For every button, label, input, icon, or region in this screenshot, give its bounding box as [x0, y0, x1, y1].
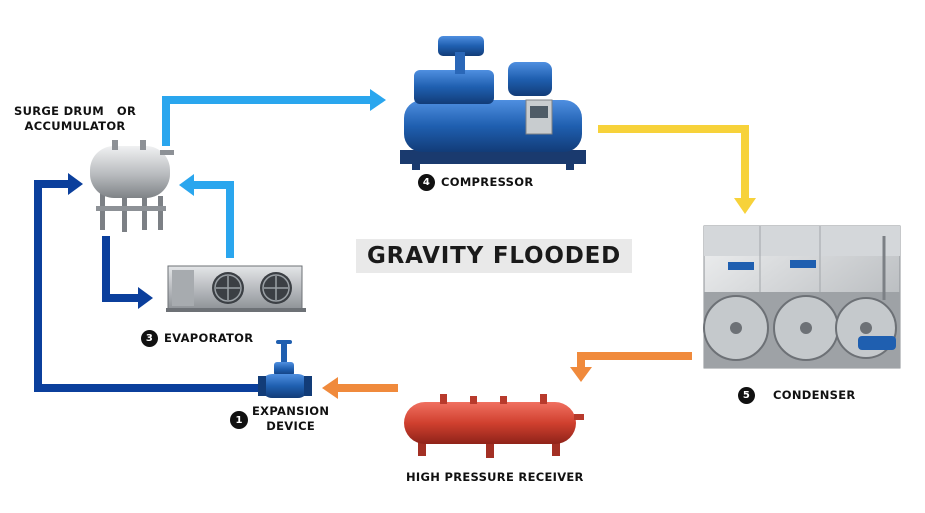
surge-drum-label-line1: SURGE DRUM OR: [14, 104, 136, 119]
arrowhead-compressor-in: [370, 89, 386, 111]
arrowhead-drum-in: [68, 173, 83, 195]
expansion-number-badge: 1: [230, 411, 248, 429]
condenser-label-text: CONDENSER: [773, 388, 856, 402]
surge-drum-image: [90, 140, 174, 232]
flow-arrow-condenser-to-receiver: [581, 356, 692, 368]
arrowhead-drum-return: [179, 174, 194, 196]
flow-arrow-drum-to-compressor: [166, 100, 372, 146]
compressor-label: 4 COMPRESSOR: [418, 174, 533, 191]
diagram-title: GRAVITY FLOODED: [367, 243, 621, 269]
flow-arrow-evaporator-to-drum: [192, 185, 230, 258]
condenser-image: [704, 226, 900, 368]
surge-drum-label: SURGE DRUM OR ACCUMULATOR: [14, 104, 136, 134]
expansion-label-line2: DEVICE: [252, 419, 329, 434]
expansion-label-line1: EXPANSION: [252, 404, 329, 419]
evaporator-image: [166, 266, 306, 312]
arrowhead-condenser-in: [734, 198, 756, 214]
diagram-title-box: GRAVITY FLOODED: [356, 239, 632, 273]
evaporator-label: 3 EVAPORATOR: [141, 330, 253, 347]
receiver-label-text: HIGH PRESSURE RECEIVER: [406, 470, 584, 484]
compressor-image: [400, 36, 586, 170]
surge-drum-label-line2: ACCUMULATOR: [14, 119, 136, 134]
receiver-image: [404, 394, 584, 458]
expansion-label: EXPANSION DEVICE: [252, 404, 329, 434]
compressor-label-text: COMPRESSOR: [441, 175, 533, 189]
condenser-number-badge: 5: [738, 387, 755, 404]
arrowhead-receiver-in: [570, 367, 592, 382]
arrowhead-expansion-in: [322, 377, 338, 399]
arrowhead-evaporator-in: [138, 287, 153, 309]
receiver-label: HIGH PRESSURE RECEIVER: [406, 470, 584, 484]
compressor-number-badge: 4: [418, 174, 435, 191]
flow-arrow-compressor-to-condenser: [598, 129, 745, 200]
flow-arrow-drum-to-evaporator: [106, 236, 140, 298]
condenser-label: 5 CONDENSER: [738, 387, 856, 404]
evaporator-label-text: EVAPORATOR: [164, 331, 253, 345]
evaporator-number-badge: 3: [141, 330, 158, 347]
expansion-valve-image: [258, 340, 312, 398]
